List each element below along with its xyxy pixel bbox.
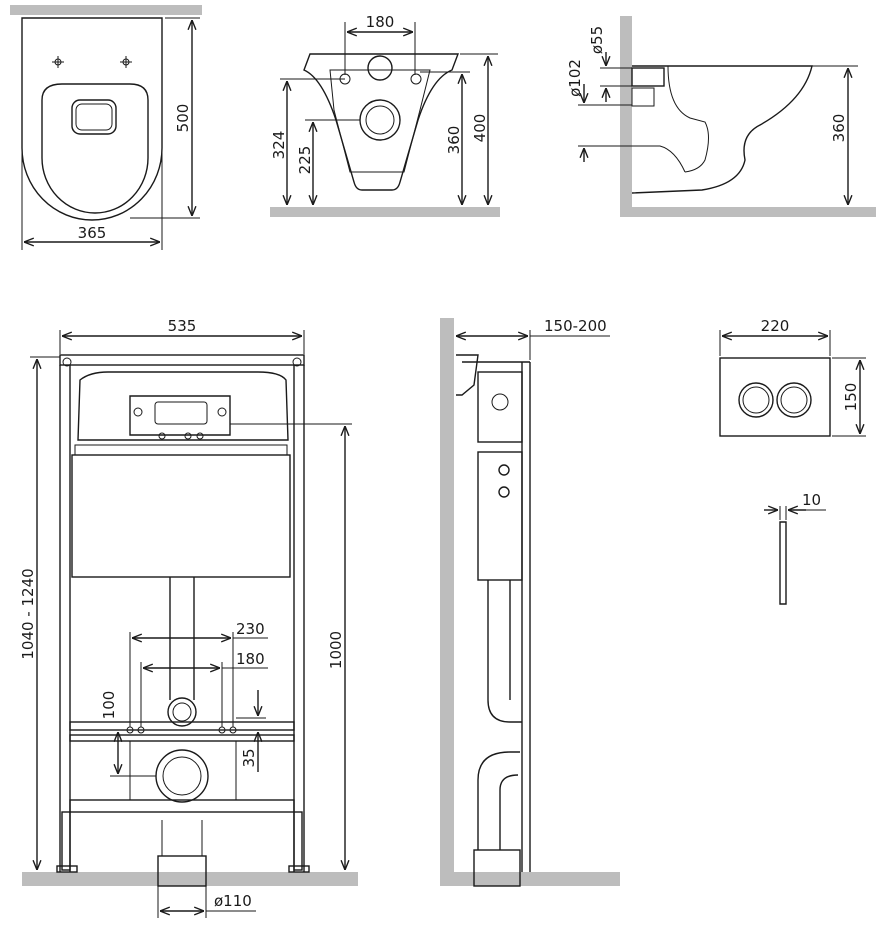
seat-outline bbox=[21, 17, 163, 221]
dim-bolt-inner: 180 bbox=[236, 650, 265, 668]
mounting-bar bbox=[69, 721, 295, 731]
floor-strip bbox=[270, 207, 500, 217]
flush-plate-view: 220 150 10 bbox=[719, 317, 866, 605]
dim-install-depth: 150-200 bbox=[544, 317, 607, 335]
dim-seat-height: 500 bbox=[174, 104, 192, 133]
bottom-bar bbox=[69, 799, 295, 813]
bowl-side-view: ø55 ø102 360 bbox=[566, 16, 876, 217]
frame-front-view: 535 1040 - 1240 1000 230 180 100 35 bbox=[19, 317, 358, 918]
dim-inlet-height: 225 bbox=[296, 146, 314, 175]
dim-frame-height-adjust: 1040 - 1240 bbox=[19, 568, 37, 659]
hinge-hole-icon bbox=[52, 56, 132, 68]
floor-strip bbox=[22, 872, 358, 886]
inlet-circle bbox=[367, 55, 393, 81]
valve-screw-icon bbox=[133, 407, 227, 440]
drain-pipe bbox=[157, 855, 207, 887]
drain-outlet bbox=[155, 749, 209, 803]
cistern-body bbox=[71, 454, 291, 578]
screw-icon bbox=[498, 464, 510, 476]
dim-plate-height: 150 bbox=[842, 383, 860, 412]
flush-pipe-outlet bbox=[167, 697, 197, 727]
dim-bolt-spacing: 180 bbox=[366, 13, 395, 31]
flush-plate-profile bbox=[779, 521, 787, 605]
bowl-front-view: 180 324 225 360 400 bbox=[270, 13, 500, 217]
dim-bolt-outer: 230 bbox=[236, 620, 265, 638]
cistern-top bbox=[77, 371, 289, 441]
dim-frame-width: 535 bbox=[168, 317, 197, 335]
dim-bolt-to-drain: 100 bbox=[100, 691, 118, 720]
dim-outlet-height: 324 bbox=[270, 131, 288, 160]
dim-frame-height-fix: 1000 bbox=[327, 631, 345, 669]
floor-strip bbox=[440, 872, 620, 886]
flush-valve-housing bbox=[129, 395, 231, 436]
wall-strip bbox=[620, 16, 632, 217]
wall-bracket bbox=[456, 354, 479, 396]
dim-inlet-diameter: ø55 bbox=[588, 26, 606, 54]
wall-strip bbox=[440, 318, 454, 886]
frame-top-bar bbox=[59, 354, 305, 366]
frame-side-view: 150-200 bbox=[440, 317, 620, 887]
dim-side-rim-height: 360 bbox=[830, 114, 848, 143]
floor-strip bbox=[620, 207, 876, 217]
drain-bend-side bbox=[477, 751, 520, 850]
seat-top-view: 500 365 bbox=[10, 5, 202, 250]
cistern-side bbox=[477, 371, 523, 443]
inlet-spud bbox=[631, 67, 665, 87]
flush-pipe-side bbox=[487, 580, 522, 723]
bowl-outline bbox=[303, 53, 460, 191]
dim-bolt-vertical: 35 bbox=[240, 748, 258, 767]
dim-rim-height: 360 bbox=[445, 126, 463, 155]
dim-total-height: 400 bbox=[471, 114, 489, 143]
flush-button-small bbox=[738, 382, 774, 418]
dim-plate-thickness: 10 bbox=[802, 491, 821, 509]
dim-drain-diameter: ø110 bbox=[214, 892, 252, 910]
flush-button-large bbox=[776, 382, 812, 418]
dim-plate-width: 220 bbox=[761, 317, 790, 335]
anchor-hole-icon bbox=[62, 357, 72, 367]
floor-drain-side bbox=[473, 849, 521, 887]
flush-plate-front bbox=[719, 357, 831, 437]
dim-outlet-diameter: ø102 bbox=[566, 59, 584, 97]
wall-strip bbox=[10, 5, 202, 15]
dim-seat-width: 365 bbox=[78, 224, 107, 242]
bowl-side-outline bbox=[631, 65, 813, 194]
seat-hinge-pad bbox=[71, 99, 117, 135]
seat-opening bbox=[41, 83, 149, 214]
